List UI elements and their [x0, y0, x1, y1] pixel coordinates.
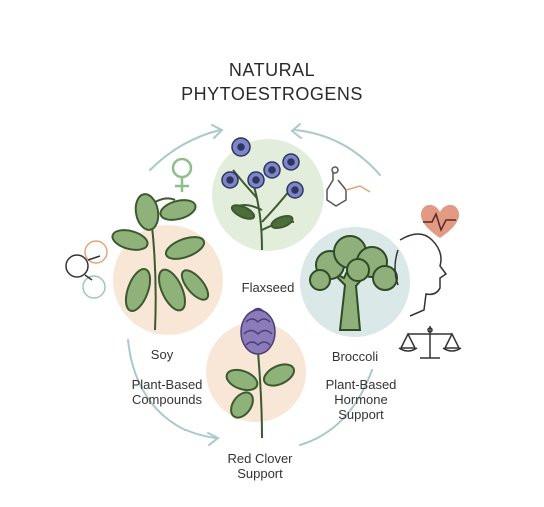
clover-flower-icon — [240, 307, 276, 355]
bottom-caption-support: Support — [237, 466, 283, 481]
bottom-caption: Red Clover Support — [210, 451, 310, 481]
red-clover-circle — [206, 322, 306, 422]
right-caption-line-1: Plant-Based — [325, 377, 397, 392]
broccoli-icon — [309, 235, 398, 331]
right-caption-line-3: Support — [338, 407, 384, 422]
left-caption: Plant-Based Compounds — [112, 377, 222, 407]
atoms-icon — [65, 240, 108, 299]
cycle-arrow-icon — [127, 123, 381, 446]
flaxseed-flowers-icon — [221, 137, 304, 199]
venus-symbol-icon — [171, 157, 193, 192]
title-line-2: PHYTOESTROGENS — [181, 84, 363, 104]
right-caption-line-2: Hormone — [334, 392, 388, 407]
left-caption-line-2: Compounds — [131, 392, 203, 407]
soy-label: Soy — [150, 347, 174, 362]
broccoli-label: Broccoli — [331, 349, 379, 364]
left-caption-line-1: Plant-Based — [131, 377, 203, 392]
human-head-icon — [394, 233, 448, 317]
heart-pulse-icon — [420, 204, 460, 238]
flaxseed-label: Flaxseed — [241, 280, 295, 295]
soy-plant-icon — [111, 193, 210, 331]
right-caption: Plant-Based Hormone Support — [306, 377, 416, 422]
molecule-icon — [326, 166, 371, 207]
balance-scale-icon — [398, 326, 462, 359]
red-clover-label: Red Clover — [227, 451, 293, 466]
title-line-1: NATURAL — [228, 60, 316, 80]
red-clover-icon — [225, 351, 295, 439]
flaxseed-circle — [212, 139, 324, 251]
